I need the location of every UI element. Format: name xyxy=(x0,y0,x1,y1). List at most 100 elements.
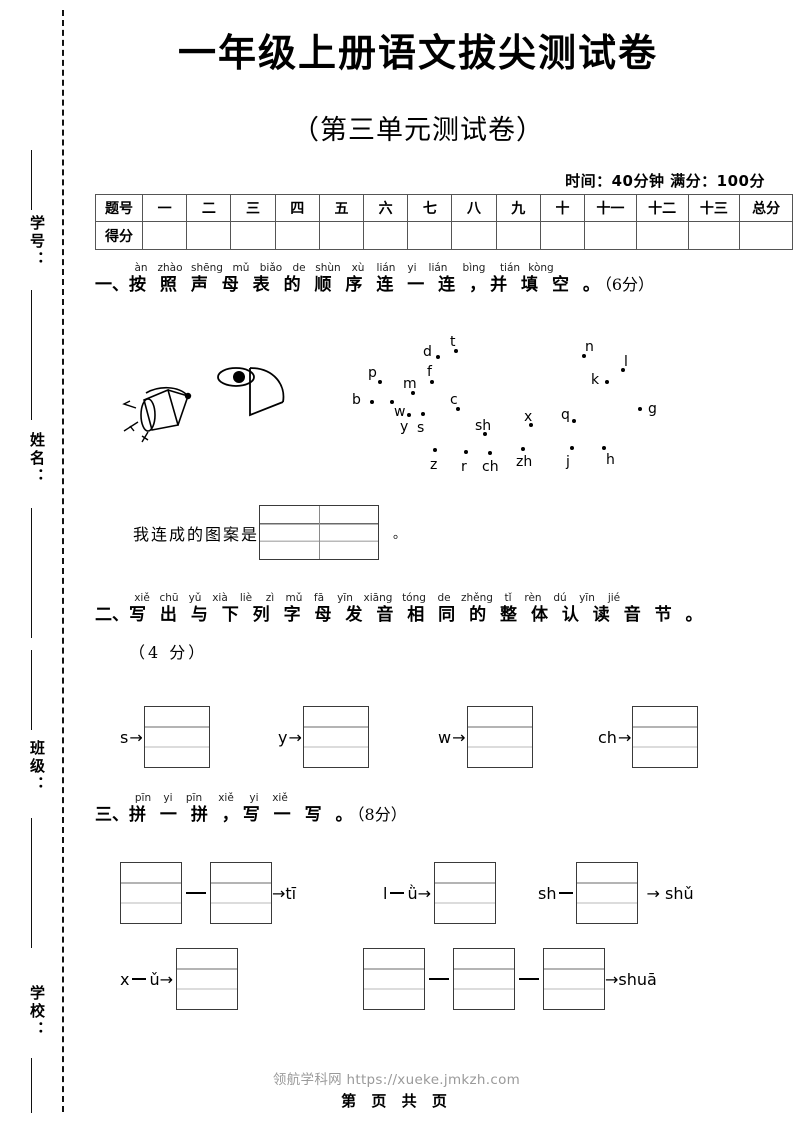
q3-item-1-box-a[interactable] xyxy=(120,862,182,924)
score-value-5[interactable] xyxy=(318,221,365,250)
q3-item-3-answer-box[interactable] xyxy=(576,862,639,924)
score-value-11[interactable] xyxy=(584,221,637,250)
score-value-8[interactable] xyxy=(451,221,497,250)
score-header-4: 四 xyxy=(274,194,320,222)
score-value-10[interactable] xyxy=(539,221,586,250)
puzzle-dot-zh[interactable] xyxy=(521,447,525,451)
puzzle-letter-s: s xyxy=(417,420,425,436)
puzzle-dot-w[interactable] xyxy=(390,400,394,404)
q3-item-5-box-b[interactable] xyxy=(453,948,515,1010)
score-value-12[interactable] xyxy=(635,221,689,250)
q2-item-1-answer-box[interactable] xyxy=(143,706,210,768)
puzzle-dot-z[interactable] xyxy=(433,448,437,452)
q3-item-5-box-c[interactable] xyxy=(543,948,605,1010)
exam-meta-info: 时间：40分钟 满分：100分 xyxy=(565,172,765,190)
puzzle-dot-f[interactable] xyxy=(430,380,434,384)
pinyin-syllable: kòng xyxy=(528,262,554,274)
puzzle-dot-g[interactable] xyxy=(638,407,642,411)
sidebar-field-class: 班级： xyxy=(28,740,46,794)
puzzle-dot-k[interactable] xyxy=(605,380,609,384)
pinyin-syllable: xià xyxy=(212,592,228,604)
puzzle-dot-p[interactable] xyxy=(378,380,382,384)
puzzle-dot-s[interactable] xyxy=(421,412,425,416)
puzzle-dot-h[interactable] xyxy=(602,446,606,450)
q3-item-2: l ǜ → xyxy=(383,862,496,924)
q2-item-2-answer-box[interactable] xyxy=(302,706,369,768)
puzzle-letter-m: m xyxy=(403,376,417,392)
question-1-answer-grid[interactable] xyxy=(259,505,380,560)
pinyin-syllable: fā xyxy=(313,592,325,604)
score-header-8: 八 xyxy=(451,194,497,222)
pinyin-syllable: rèn xyxy=(524,592,542,604)
question-3-number: 三、 xyxy=(95,805,129,825)
puzzle-letter-zh: zh xyxy=(516,454,533,470)
page-number-footer: 第 页 共 页 xyxy=(341,1092,452,1110)
puzzle-dot-j[interactable] xyxy=(570,446,574,450)
score-value-2[interactable] xyxy=(186,221,232,250)
puzzle-letter-w: w xyxy=(394,404,406,420)
score-header-5: 五 xyxy=(318,194,365,222)
pinyin-syllable: xiě xyxy=(272,792,288,804)
score-value-13[interactable] xyxy=(687,221,741,250)
q3-item-5-box-a[interactable] xyxy=(363,948,425,1010)
puzzle-dot-t[interactable] xyxy=(454,349,458,353)
puzzle-dot-q[interactable] xyxy=(572,419,576,423)
question-2-items: s → y → w → ch → xyxy=(120,706,780,776)
puzzle-dot-l[interactable] xyxy=(621,368,625,372)
connector-dash xyxy=(429,978,449,980)
pinyin-syllable: yi xyxy=(163,792,173,804)
pinyin-syllable: yi xyxy=(407,262,417,274)
site-watermark: 领航学科网 https://xueke.jmkzh.com xyxy=(272,1072,521,1088)
puzzle-letter-h: h xyxy=(606,452,615,468)
q3-item-2-answer-box[interactable] xyxy=(434,862,496,924)
connector-dash xyxy=(390,892,405,894)
puzzle-dot-x[interactable] xyxy=(529,423,533,427)
pinyin-syllable: tóng xyxy=(402,592,426,604)
pinyin-syllable: de xyxy=(437,592,451,604)
q2-item-3-answer-box[interactable] xyxy=(466,706,533,768)
score-value-total[interactable] xyxy=(739,221,793,250)
q3-item-2-left: l xyxy=(383,883,388,903)
score-value-9[interactable] xyxy=(495,221,541,250)
puzzle-dot-r[interactable] xyxy=(464,450,468,454)
pinyin-syllable: liè xyxy=(239,592,253,604)
score-value-3[interactable] xyxy=(230,221,276,250)
q2-item-2: y → xyxy=(278,706,369,768)
puzzle-dot-sh[interactable] xyxy=(483,432,487,436)
pinyin-syllable: jié xyxy=(607,592,621,604)
score-header-2: 二 xyxy=(186,194,232,222)
puzzle-letter-l: l xyxy=(624,354,628,370)
puzzle-letter-x: x xyxy=(524,409,533,425)
score-value-6[interactable] xyxy=(363,221,409,250)
puzzle-dot-y[interactable] xyxy=(407,413,411,417)
page-title: 一年级上册语文拔尖测试卷 xyxy=(177,31,658,75)
pinyin-syllable: pīn xyxy=(185,792,203,804)
q2-item-3-letter: w xyxy=(438,727,452,747)
score-value-4[interactable] xyxy=(274,221,320,250)
score-header-9: 九 xyxy=(495,194,541,222)
question-3-text: 三、拼 一 拼 ，写 一 写 。（8分） xyxy=(95,804,407,826)
page-subtitle: （第三单元测试卷） xyxy=(292,115,544,146)
puzzle-dot-m[interactable] xyxy=(411,391,415,395)
puzzle-dot-n[interactable] xyxy=(582,354,586,358)
puzzle-dot-c[interactable] xyxy=(456,407,460,411)
score-value-1[interactable] xyxy=(142,221,188,250)
q2-item-4: ch → xyxy=(598,706,699,768)
puzzle-dot-b[interactable] xyxy=(370,400,374,404)
pinyin-syllable: biǎo xyxy=(259,262,283,274)
puzzle-letter-sh: sh xyxy=(475,418,492,434)
puzzle-dot-ch[interactable] xyxy=(488,451,492,455)
pinyin-syllable: yīn xyxy=(579,592,595,604)
puzzle-dot-d[interactable] xyxy=(436,355,440,359)
pinyin-syllable: zhào xyxy=(157,262,183,274)
puzzle-letter-ch: ch xyxy=(482,459,499,475)
q3-item-4-answer-box[interactable] xyxy=(176,948,239,1010)
q2-item-4-answer-box[interactable] xyxy=(632,706,699,768)
pinyin-syllable: zì xyxy=(265,592,275,604)
score-value-7[interactable] xyxy=(407,221,453,250)
q3-item-1-box-b[interactable] xyxy=(210,862,272,924)
